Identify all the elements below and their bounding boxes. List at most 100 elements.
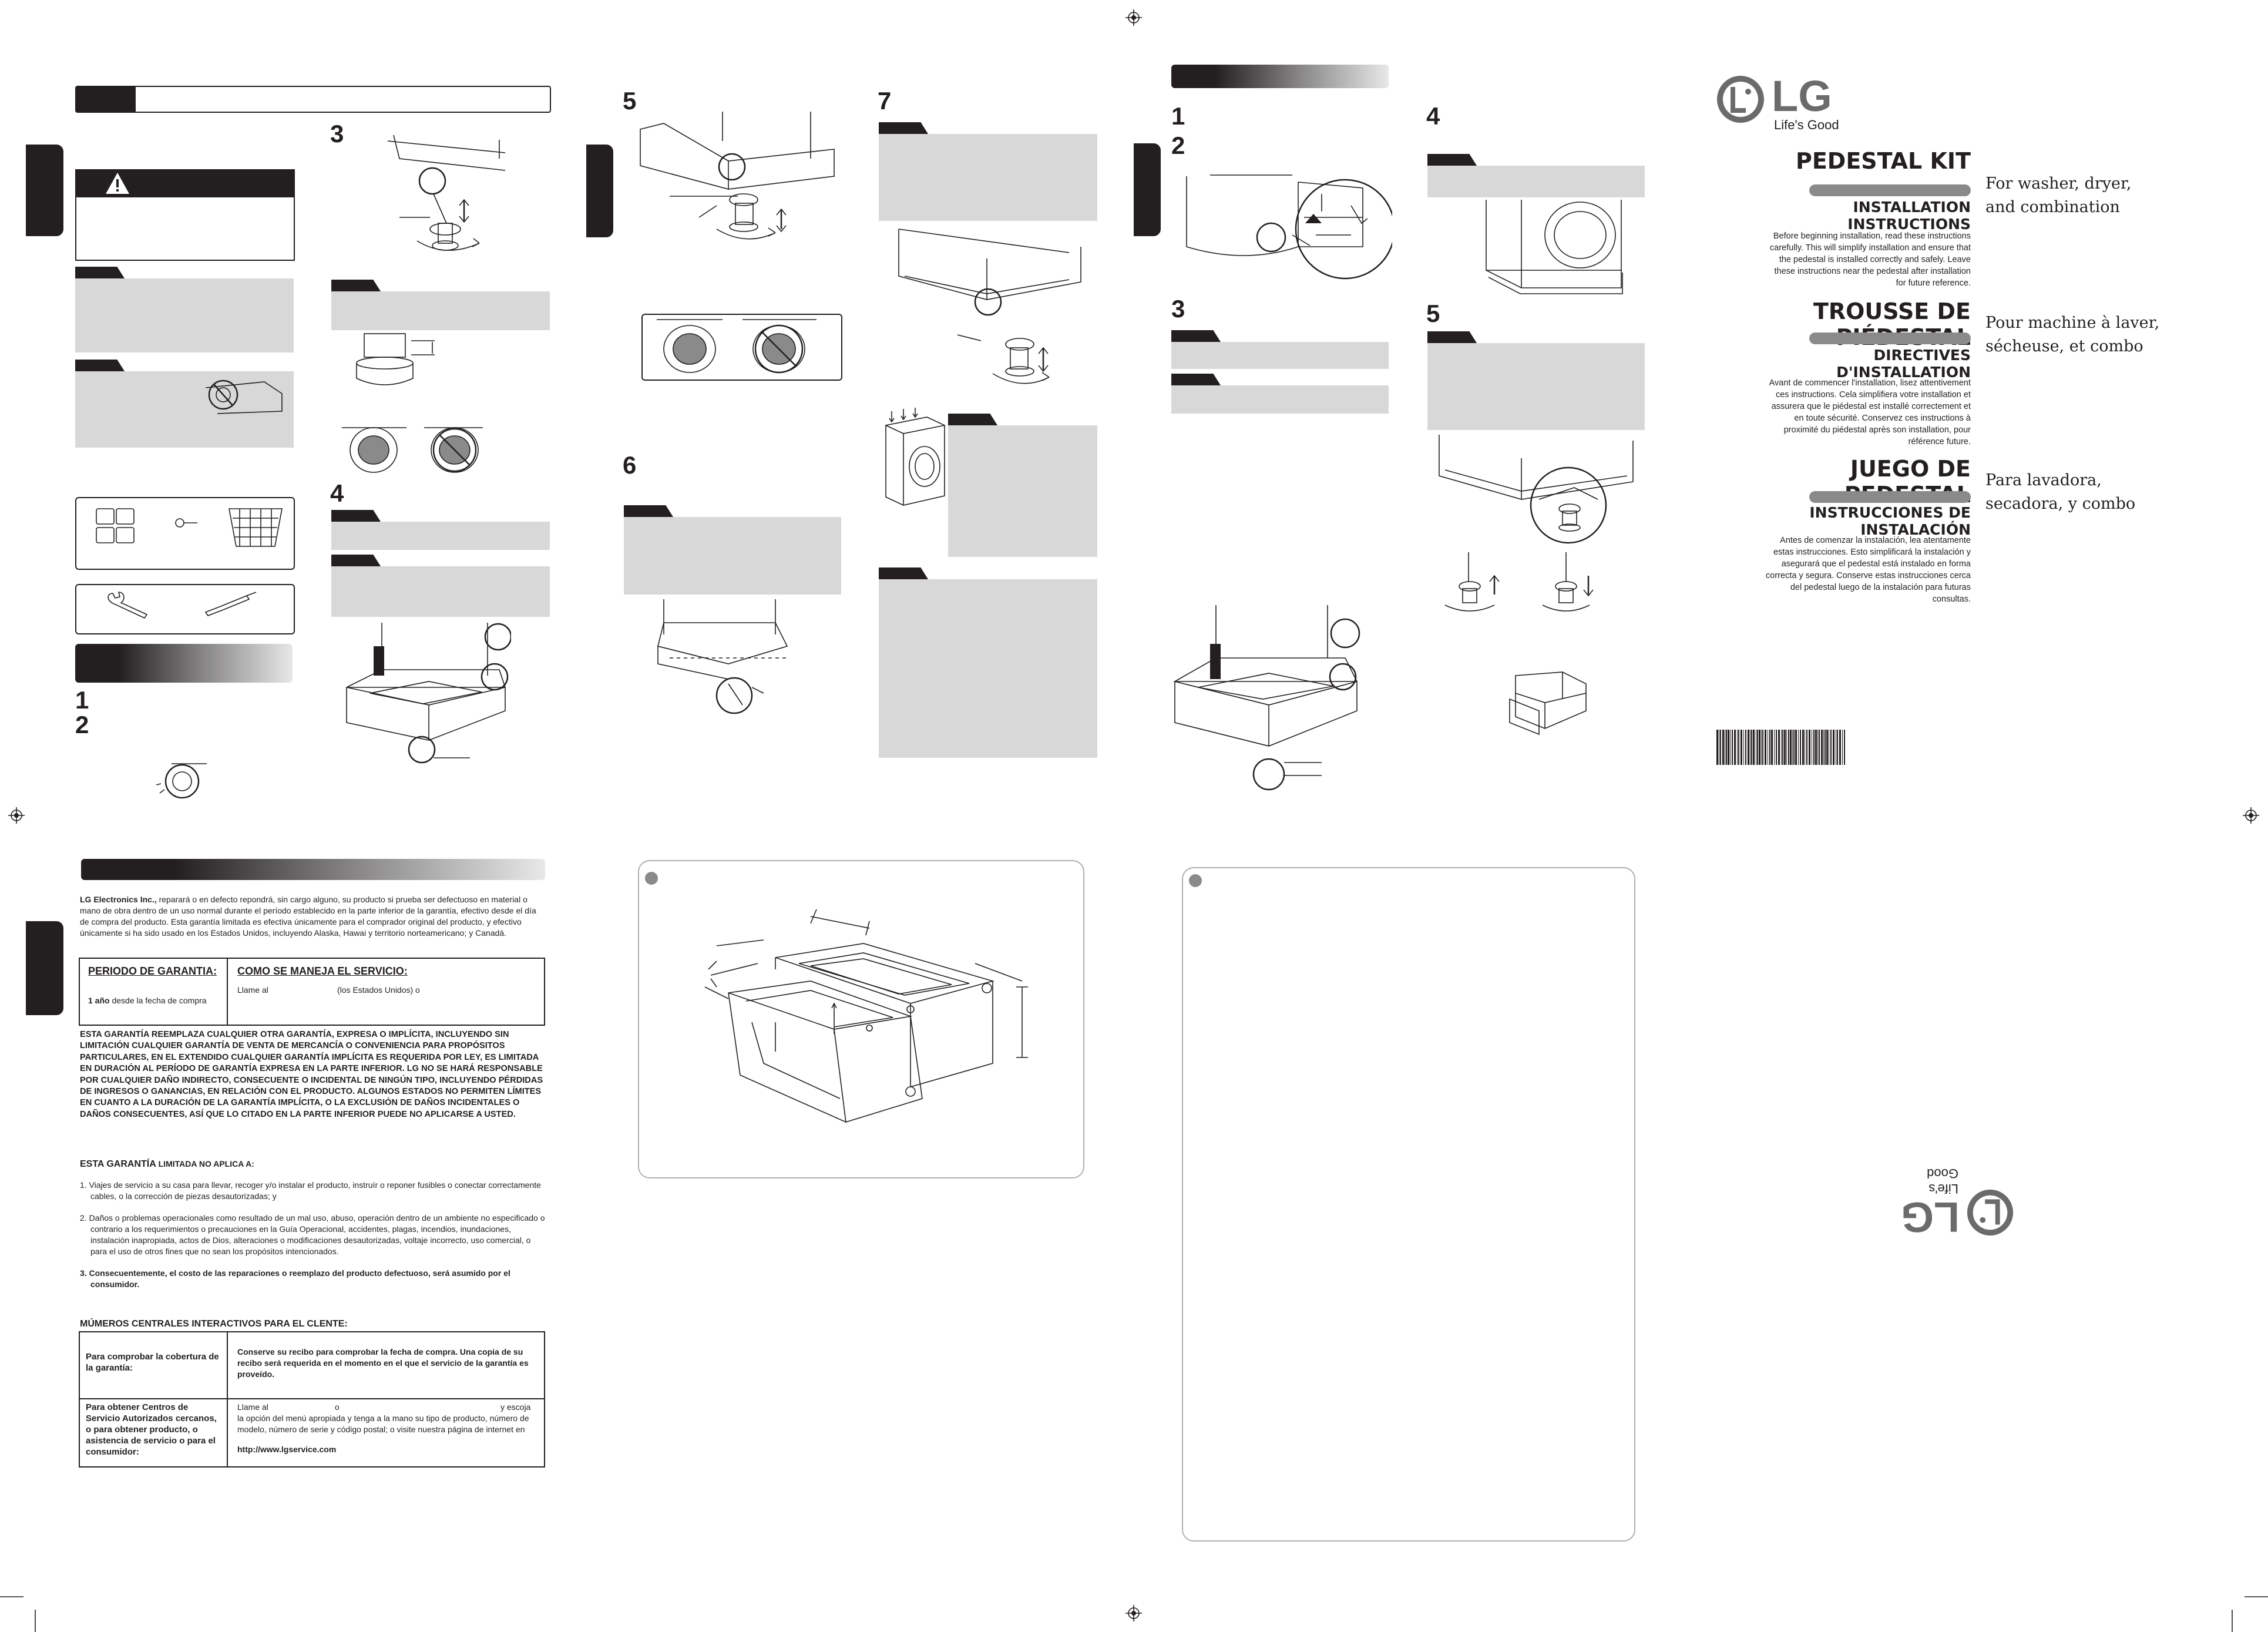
right-step-3-tab-a [1171, 330, 1221, 342]
barcode-bar [1761, 730, 1762, 765]
step-4-tab-a [331, 510, 381, 522]
barcode-icon [1716, 730, 1845, 765]
warranty-intro-bold: LG Electronics Inc., [80, 895, 157, 904]
warranty-centers-header: MÚMEROS CENTRALES INTERACTIVOS PARA EL C… [80, 1319, 348, 1329]
step-7-note [879, 134, 1097, 221]
cover-for-es: Para lavadora, secadora, y combo [1985, 471, 2136, 513]
right-step-3-illustration [1172, 605, 1360, 791]
warranty-not-apply-a: ESTA GARANTÍA [80, 1159, 159, 1169]
registration-mark-icon [8, 807, 25, 824]
right-step-5-number: 5 [1426, 300, 1440, 327]
barcode-bar [1745, 730, 1746, 765]
step-7-number: 7 [878, 87, 892, 115]
header-bar-frame [75, 86, 551, 113]
right-step-3-number: 3 [1171, 295, 1185, 323]
cover-subtitle-en: INSTALLATION INSTRUCTIONS [1847, 199, 1971, 233]
right-step-3-note-b [1171, 385, 1389, 414]
barcode-bar [1778, 730, 1780, 765]
right-step-3-tab-b [1171, 374, 1221, 385]
right-step-2-illustration [1186, 174, 1392, 280]
barcode-bar [1837, 730, 1838, 765]
barcode-bar [1781, 730, 1782, 765]
barcode-bar [1769, 730, 1770, 765]
warranty-centers-table: Para comprobar la cobertura de la garant… [79, 1331, 545, 1468]
side-language-tab [1134, 143, 1161, 236]
cover-text-es: Antes de comenzar la instalación, lea at… [1766, 536, 1971, 604]
barcode-bar [1720, 730, 1721, 765]
barcode-bar [1821, 730, 1823, 765]
centers-row2-or: o [335, 1402, 340, 1412]
step-1-number: 1 [75, 686, 89, 714]
barcode-bar [1734, 730, 1736, 765]
barcode-bar [1774, 730, 1775, 765]
step-7-tab-c [879, 567, 928, 579]
warranty-not-apply-b: LIMITADA NO APLICA A: [158, 1159, 254, 1168]
barcode-bar [1819, 730, 1820, 765]
right-step-5-illustration [1439, 435, 1634, 612]
warranty-period-table: PERIODO DE GARANTIA: COMO SE MANEJA EL S… [79, 958, 545, 1026]
warranty-intro: LG Electronics Inc., reparará o en defec… [80, 894, 538, 939]
right-step-4-number: 4 [1426, 102, 1440, 130]
step-2-number: 2 [75, 711, 89, 738]
centers-row2-label: Para obtener Centros de Servicio Autoriz… [86, 1402, 217, 1457]
cover-title-es: JUEGO DE PEDESTAL [1844, 456, 1971, 508]
step-6-note [624, 517, 841, 595]
step-7-note-c [879, 579, 1097, 758]
centers-row1-text: Conserve su recibo para comprobar la fec… [237, 1347, 529, 1379]
warranty-intro-text: reparará o en defecto repondrá, sin carg… [80, 895, 536, 938]
step-7-tab [879, 122, 928, 134]
caution-tab [75, 360, 125, 371]
centers-row2-url[interactable]: http://www.lgservice.com [237, 1445, 337, 1454]
barcode-bar [1826, 730, 1828, 765]
foot-prohibited-illustration [205, 380, 283, 414]
barcode-bar [1728, 730, 1729, 765]
washer-illustration [885, 408, 945, 506]
right-step-3-note-a [1171, 342, 1389, 369]
cover-pill-fr [1809, 333, 1971, 344]
barcode-bar [1759, 730, 1760, 765]
pedestal-dimensions-illustration [704, 909, 1028, 1123]
cover-for-fr: Pour machine à laver, sécheuse, et combo [1985, 314, 2160, 355]
cover-text-en: Before beginning installation, read thes… [1770, 231, 1971, 288]
barcode-bar [1757, 730, 1758, 765]
cover-pill-es [1809, 491, 1971, 503]
barcode-bar [1738, 730, 1739, 765]
step-4-tab-b [331, 555, 381, 566]
step-3-illustration [387, 135, 506, 251]
barcode-bar [1765, 730, 1766, 765]
barcode-bar [1732, 730, 1733, 765]
right-step-5-tab [1427, 331, 1477, 343]
caution-box [75, 371, 294, 448]
barcode-bar [1815, 730, 1817, 765]
barcode-bar [1786, 730, 1787, 765]
barcode-bar [1833, 730, 1834, 765]
side-language-tab [586, 145, 613, 237]
barcode-bar [1792, 730, 1793, 765]
centers-row2-call: Llame al [237, 1402, 268, 1412]
barcode-bar [1748, 730, 1749, 765]
tools-illustration [107, 592, 257, 619]
barcode-bar [1730, 730, 1731, 765]
foot-ok-notok-illustration [342, 427, 483, 473]
step-3-tab [331, 280, 381, 291]
barcode-bar [1817, 730, 1818, 765]
pedestal-drawer-small-illustration [1509, 671, 1587, 736]
cover-subtitle-fr: DIRECTIVES D'INSTALLATION [1836, 347, 1971, 381]
warranty-period-text: desde la fecha de compra [109, 996, 207, 1005]
barcode-bar [1839, 730, 1841, 765]
barcode-bar [1788, 730, 1789, 765]
step-4-note-a [331, 522, 550, 550]
cover-for-en: For washer, dryer, and combination [1985, 174, 2132, 216]
lg-tagline: Life's Good [1774, 117, 1839, 132]
barcode-bar [1726, 730, 1727, 765]
lg-tagline-inverted: Life's Good [1927, 1166, 1958, 1196]
warranty-period-header: PERIODO DE GARANTIA: [88, 965, 217, 977]
leg-height-illustration [356, 333, 435, 385]
lg-logo-icon [1967, 1189, 2014, 1236]
barcode-bar [1741, 730, 1742, 765]
barcode-bar [1737, 730, 1738, 765]
barcode-bar [1802, 730, 1804, 765]
barcode-bar [1716, 730, 1718, 765]
side-language-tab [26, 921, 63, 1015]
right-step-5-note [1427, 343, 1645, 430]
